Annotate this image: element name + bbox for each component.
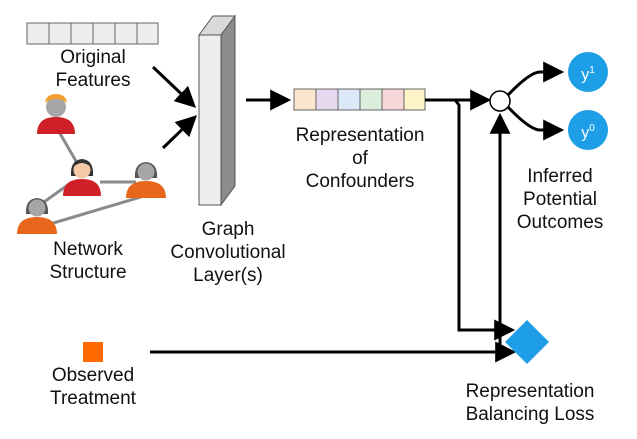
output-sup: 0 [589, 123, 595, 134]
output-sup: 1 [589, 65, 595, 76]
arrow-representation-to-loss [453, 99, 516, 341]
original-features-vector [26, 22, 159, 45]
output-label-y1: y1 [568, 61, 608, 85]
person-icon-left-gray [17, 198, 57, 234]
output-base: y [581, 66, 590, 84]
treatment-square [83, 342, 103, 362]
label-outcomes: Inferred Potential Outcomes [500, 165, 620, 234]
label-line: Features [55, 70, 131, 91]
person-icon-center-female [63, 159, 101, 196]
network-edges [43, 129, 145, 226]
label-line: of [352, 148, 368, 169]
output-node-y1 [568, 52, 608, 92]
output-node-y0 [568, 110, 608, 150]
label-line: Observed [51, 365, 135, 386]
balancing-loss-diamond [505, 320, 549, 364]
label-line: Treatment [50, 388, 136, 409]
label-observed-treatment: Observed Treatment [43, 364, 143, 410]
label-line: Structure [49, 262, 127, 283]
label-network-structure: Network Structure [38, 238, 138, 284]
arrow-join-to-y0 [506, 105, 565, 141]
label-line: Outcomes [516, 212, 604, 233]
label-line: Network [53, 239, 123, 260]
output-label-y0: y0 [568, 119, 608, 143]
label-line: Confounders [305, 171, 415, 192]
representation-vector [293, 88, 426, 111]
label-gcn: Graph Convolutional Layer(s) [158, 218, 298, 287]
label-line: Graph [201, 219, 255, 240]
label-line: Representation [295, 125, 425, 146]
arrow-features-to-gcn [151, 65, 197, 108]
label-line: Balancing Loss [465, 404, 595, 425]
arrow-network-to-gcn [161, 115, 198, 150]
person-icon-right-gray [126, 162, 166, 198]
gcn-layer-slab [198, 14, 236, 207]
label-line: Convolutional [170, 242, 286, 263]
label-line: Representation [465, 381, 595, 402]
output-base: y [581, 124, 590, 142]
label-original-features: Original Features [43, 46, 143, 92]
label-line: Layer(s) [193, 265, 263, 286]
label-balancing-loss: Representation Balancing Loss [455, 380, 605, 426]
arrow-join-to-y1 [506, 61, 565, 97]
person-icon-top-red [37, 94, 75, 134]
join-node [489, 90, 511, 112]
label-line: Original [60, 47, 126, 68]
label-representation: Representation of Confounders [290, 124, 430, 193]
label-line: Inferred [527, 166, 593, 187]
label-line: Potential [523, 189, 597, 210]
